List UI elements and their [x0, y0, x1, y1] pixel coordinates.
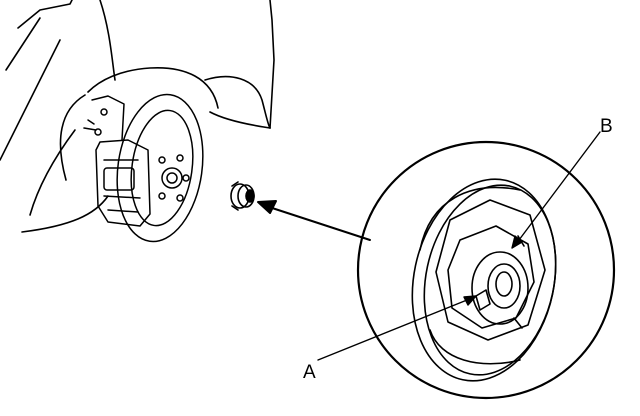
spindle-center [495, 271, 513, 297]
caliper [95, 139, 151, 227]
caliper-bracket [83, 95, 125, 141]
dust-cap [230, 181, 255, 211]
leader-lines [317, 131, 601, 361]
brake-assembly [83, 93, 204, 243]
stake-ring [471, 251, 529, 325]
fender-outline [0, 0, 275, 233]
detail-circle [356, 140, 616, 400]
leader-line-a [317, 297, 473, 361]
label-a: A [303, 362, 316, 383]
label-b: B [600, 116, 613, 137]
hub-center [161, 167, 183, 189]
direction-arrow [257, 200, 371, 241]
stake-notch [475, 289, 491, 311]
leader-line-b [515, 131, 601, 245]
brake-disc [116, 93, 204, 243]
hub-nut-detail [411, 178, 557, 382]
wheel-hub-outer [411, 178, 557, 382]
brake-disc-inner [130, 109, 194, 227]
